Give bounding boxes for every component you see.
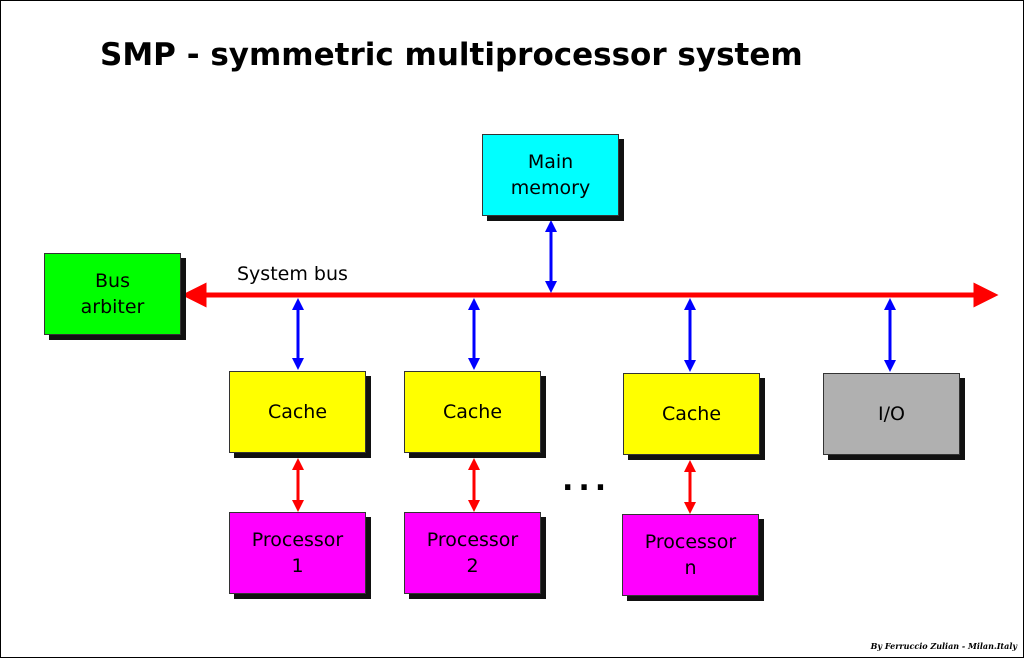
processor-2-box: Processor 2 bbox=[404, 512, 541, 594]
main-memory-box: Main memory bbox=[482, 134, 619, 216]
cache-n-box: Cache bbox=[623, 373, 760, 455]
cache-1-box: Cache bbox=[229, 371, 366, 453]
bus-arbiter-box: Bus arbiter bbox=[44, 253, 181, 335]
more-processors-ellipsis: ... bbox=[562, 463, 612, 498]
author-credit: By Ferruccio Zulian - Milan.Italy bbox=[870, 641, 1017, 651]
processor-n-box: Processor n bbox=[622, 514, 759, 596]
processor-1-box: Processor 1 bbox=[229, 512, 366, 594]
io-box: I/O bbox=[823, 373, 960, 455]
cache-2-box: Cache bbox=[404, 371, 541, 453]
system-bus-label: System bus bbox=[237, 263, 348, 285]
diagram-title: SMP - symmetric multiprocessor system bbox=[100, 37, 803, 73]
